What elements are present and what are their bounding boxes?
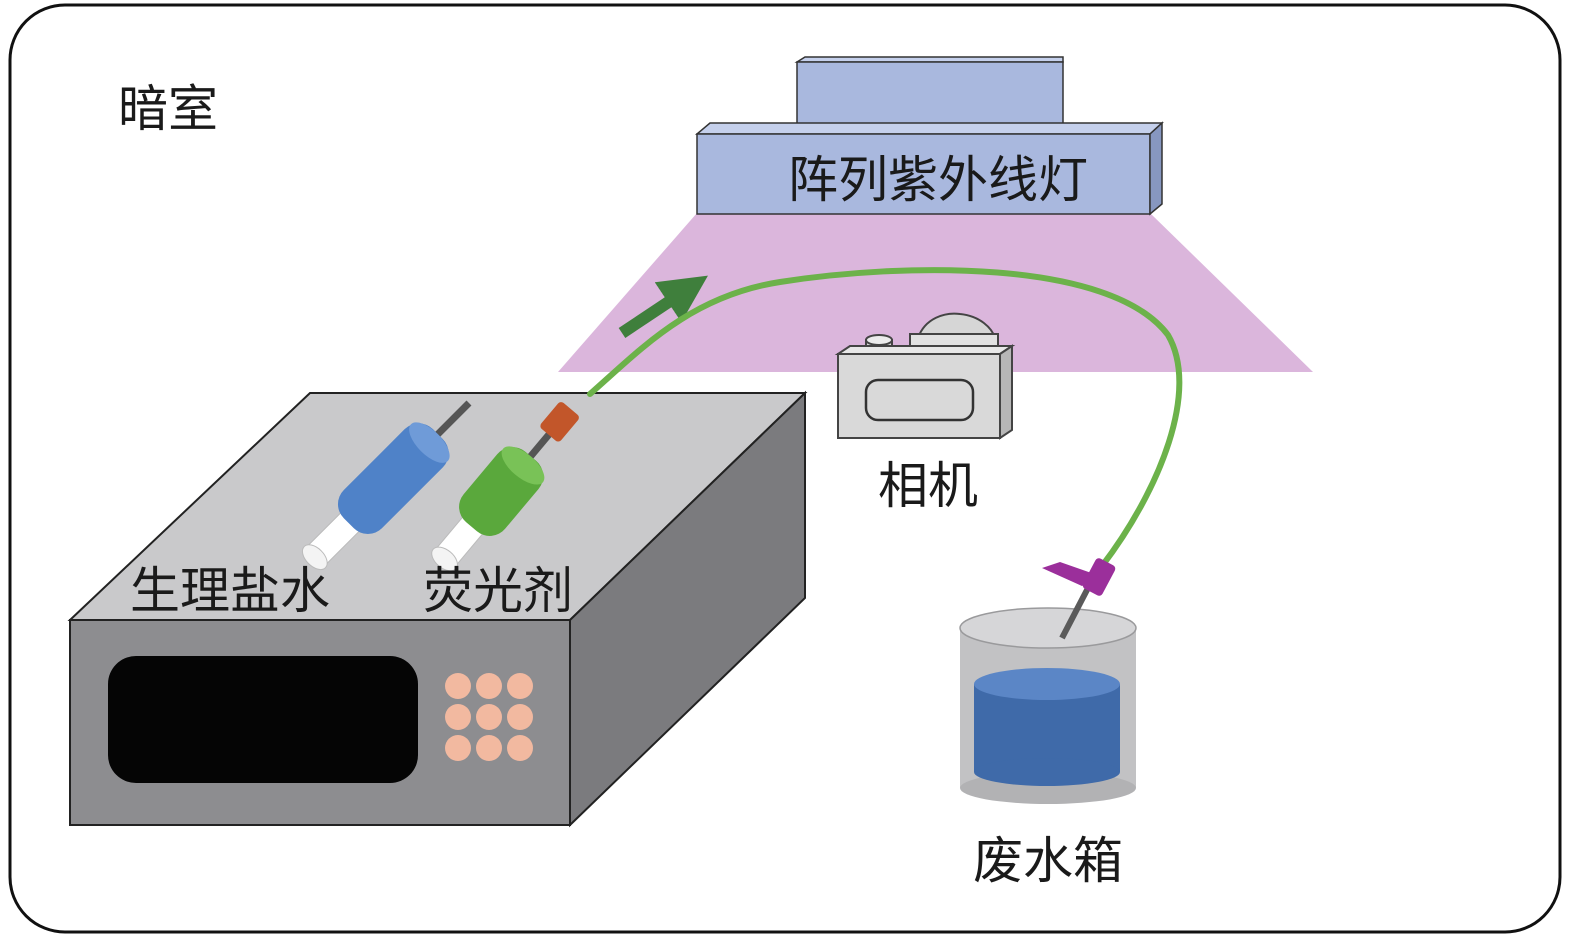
flow-direction-arrow [618, 275, 708, 338]
keypad-button [476, 673, 502, 699]
camera-side [999, 344, 1013, 440]
keypad-button [507, 704, 533, 730]
waste-tank: 废水箱 [959, 558, 1137, 890]
saline-label: 生理盐水 [130, 562, 330, 620]
fluid-tube [587, 267, 1183, 569]
pump-keypad [445, 673, 533, 761]
uv-lamp-lower-block [696, 133, 1151, 215]
tube-connector [540, 402, 579, 442]
syringe-pump: 生理盐水 荧光剂 [67, 390, 808, 828]
camera-label: 相机 [878, 457, 978, 515]
fluorescent-syringe [431, 402, 579, 572]
camera-viewfinder-dome [916, 312, 997, 339]
darkroom-label: 暗室 [118, 80, 218, 138]
uv-lamp-label: 阵列紫外线灯 [788, 151, 1088, 209]
fluorescent-label: 荧光剂 [423, 562, 573, 620]
uv-lamp-side [1149, 121, 1163, 216]
fluorescent-barrel-cap [501, 446, 545, 485]
uv-lamp-lower-top [694, 122, 1164, 135]
camera: 相机 [834, 312, 1016, 515]
keypad-button [476, 704, 502, 730]
saline-barrel-cap [409, 422, 450, 463]
uv-lamp: 阵列紫外线灯 [694, 56, 1164, 216]
keypad-button [507, 673, 533, 699]
uv-lamp-upper-block [796, 61, 1064, 135]
water-bottom [974, 758, 1120, 786]
saline-syringe [301, 400, 472, 571]
waste-tank-label: 废水箱 [973, 832, 1123, 890]
keypad-button [507, 735, 533, 761]
uv-light-beam [558, 213, 1313, 372]
tank-top [959, 607, 1137, 649]
camera-shutter-knob-top [865, 334, 893, 346]
saline-needle [429, 400, 472, 443]
keypad-button [445, 735, 471, 761]
drain-needle [1059, 586, 1091, 640]
water-surface [974, 668, 1120, 700]
keypad-button [445, 704, 471, 730]
saline-plunger-head [301, 544, 328, 571]
camera-top [834, 345, 1016, 355]
fluorescent-plunger-head [431, 546, 458, 572]
clip-body [1082, 558, 1116, 596]
tube-clip [1042, 558, 1116, 596]
keypad-button [476, 735, 502, 761]
camera-window [864, 378, 975, 422]
pump-display [108, 656, 418, 783]
keypad-button [445, 673, 471, 699]
